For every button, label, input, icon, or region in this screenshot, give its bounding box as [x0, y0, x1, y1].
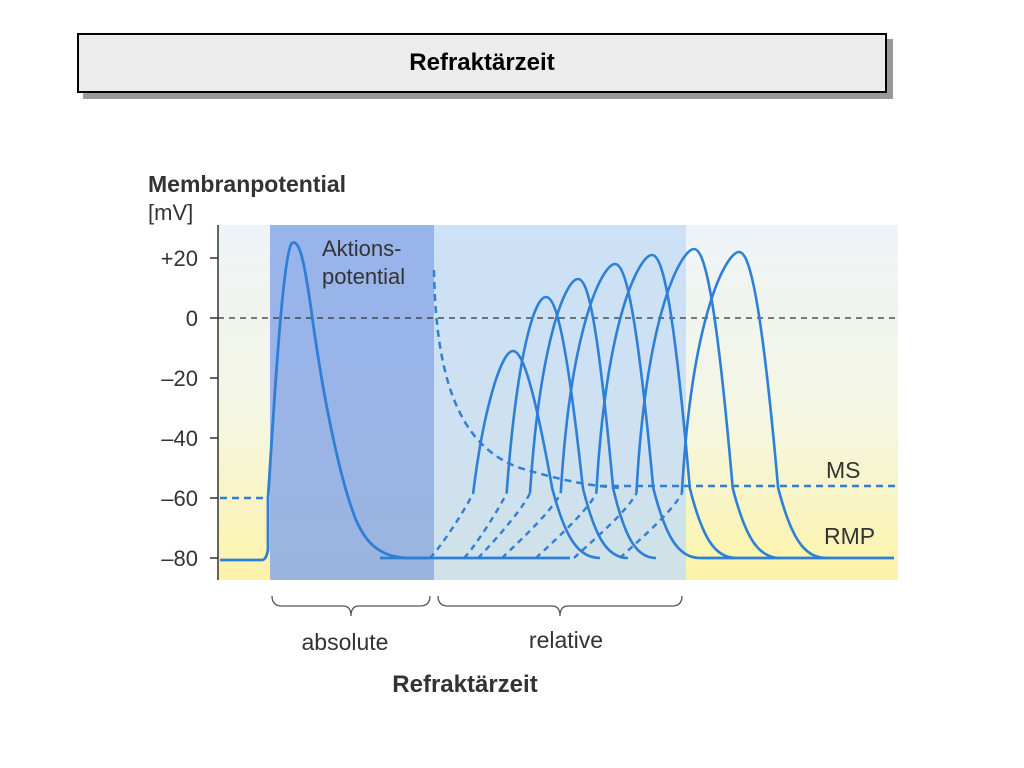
series-line-spike — [595, 253, 737, 560]
spike-foot-dashed — [463, 492, 508, 559]
threshold-label: MS — [826, 457, 861, 483]
relative-label: relative — [529, 627, 603, 653]
series-line-spike — [559, 262, 701, 560]
series-line-spike — [635, 247, 781, 560]
spike-foot-dashed — [501, 492, 562, 559]
spike-foot-dashed — [573, 492, 638, 559]
resting-label: RMP — [824, 523, 875, 549]
resting-baseline — [220, 549, 270, 562]
spike-foot-dashed — [619, 492, 683, 559]
absolute-label: absolute — [302, 629, 389, 655]
y-axis-unit: [mV] — [148, 200, 193, 225]
relative-brace — [437, 595, 683, 617]
series-line-spike — [471, 349, 601, 560]
relative-period-region — [434, 225, 686, 580]
absolute-period-region — [270, 225, 434, 580]
series-line-spike — [680, 250, 827, 560]
spike-foot-dashed — [535, 492, 598, 559]
x-axis-title: Refraktärzeit — [392, 671, 537, 698]
series-line-main-ap — [266, 241, 430, 560]
y-axis-title: Membranpotential — [148, 171, 346, 197]
title-box: Refraktärzeit — [77, 33, 887, 93]
spike-foot-dashed — [429, 492, 475, 559]
y-tick-label: –40 — [161, 426, 198, 451]
y-tick-label: –60 — [161, 486, 198, 511]
absolute-brace — [271, 595, 431, 617]
series-line-spike — [505, 295, 629, 560]
spike-foot-dashed — [477, 492, 532, 559]
action-potential-label: Aktions- — [322, 236, 401, 261]
y-tick-label: +20 — [161, 246, 198, 271]
y-tick-label: 0 — [186, 306, 198, 331]
y-tick-label: –20 — [161, 366, 198, 391]
slide-title: Refraktärzeit — [409, 49, 555, 76]
threshold-decay-curve — [432, 269, 621, 490]
y-tick-label: –80 — [161, 546, 198, 571]
action-potential-label: potential — [322, 264, 405, 289]
series-line-spike — [528, 277, 657, 560]
